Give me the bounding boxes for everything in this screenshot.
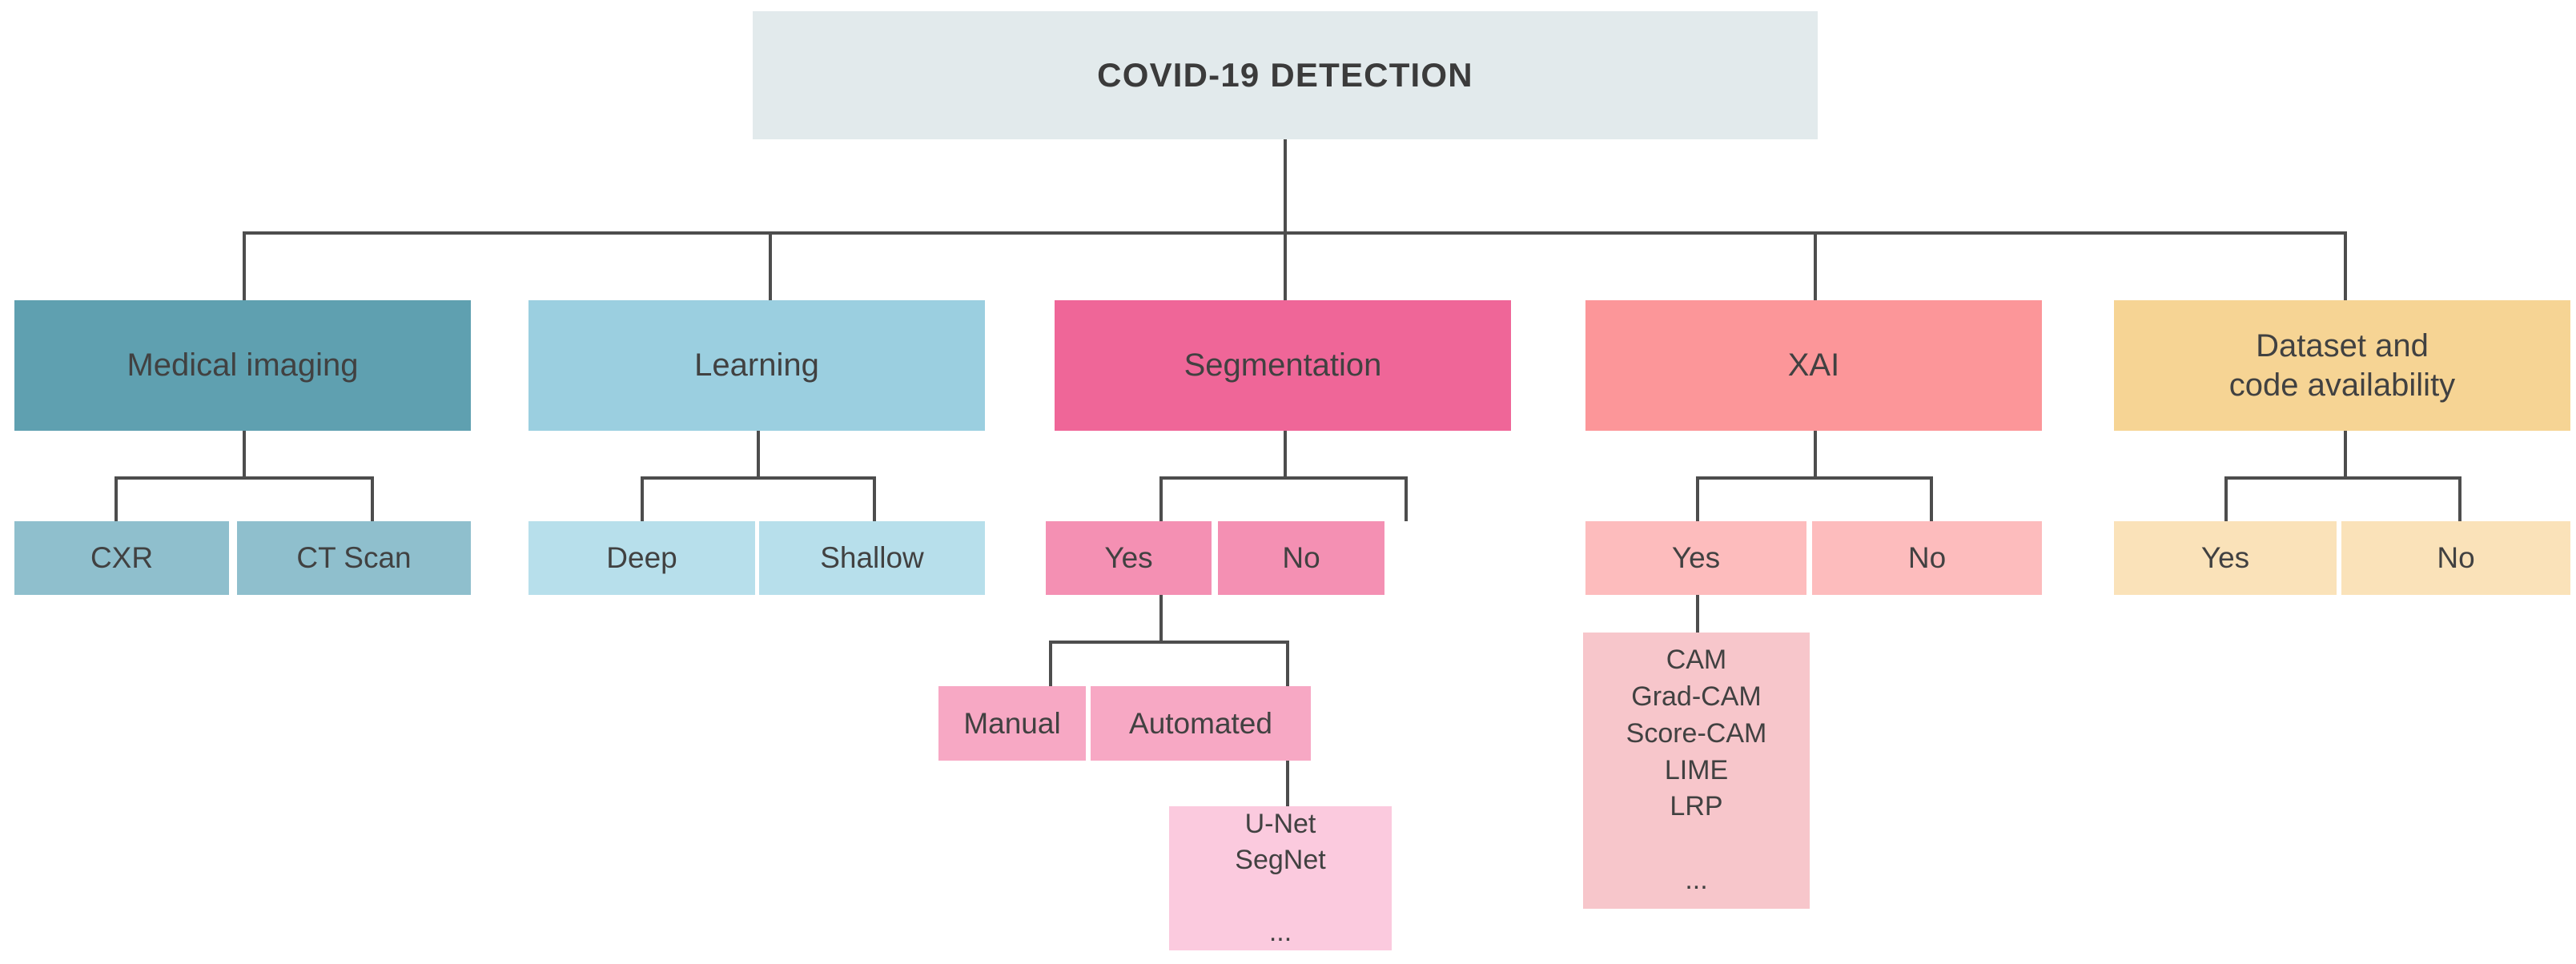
connector-learning-stem	[757, 431, 760, 476]
connector-dataset-bus	[2224, 476, 2461, 480]
connector-drop-learning	[769, 231, 772, 302]
node-segmentation-manual: Manual	[938, 686, 1086, 761]
connector-root-bus	[243, 231, 2347, 235]
node-medical-imaging: Medical imaging	[14, 300, 471, 431]
connector-xai-yes-stem	[1696, 595, 1699, 633]
node-medical-imaging-ct-scan: CT Scan	[237, 521, 471, 595]
connector-drop-xai	[1814, 231, 1817, 302]
connector-automated-stem	[1286, 761, 1289, 806]
connector-drop-ct-scan	[371, 476, 374, 521]
node-segmentation-yes: Yes	[1046, 521, 1212, 595]
connector-drop-xai-no	[1930, 476, 1933, 521]
connector-drop-segmentation-no	[1405, 476, 1408, 521]
connector-medical-imaging-bus	[115, 476, 374, 480]
connector-drop-shallow	[873, 476, 876, 521]
connector-xai-stem	[1814, 431, 1817, 476]
node-segmentation: Segmentation	[1055, 300, 1511, 431]
node-dataset-and-code-availability: Dataset and code availability	[2114, 300, 2570, 431]
node-xai: XAI	[1585, 300, 2042, 431]
node-segmentation-automated: Automated	[1091, 686, 1311, 761]
connector-drop-automated	[1286, 641, 1289, 686]
connector-root-stem	[1284, 139, 1287, 233]
node-segmentation-no: No	[1218, 521, 1384, 595]
connector-segmentation-bus	[1159, 476, 1408, 480]
node-learning: Learning	[528, 300, 985, 431]
node-segmentation-automated-methods: U-Net SegNet ...	[1169, 806, 1392, 950]
connector-segmentation-yes-stem	[1159, 595, 1163, 641]
connector-segmentation-yes-bus	[1049, 641, 1289, 644]
connector-drop-segmentation-yes	[1159, 476, 1163, 521]
node-learning-shallow: Shallow	[759, 521, 985, 595]
connector-medical-imaging-stem	[243, 431, 246, 476]
node-root-covid19-detection: COVID-19 DETECTION	[753, 11, 1818, 139]
connector-drop-dataset-yes	[2224, 476, 2228, 521]
node-xai-yes: Yes	[1585, 521, 1806, 595]
connector-drop-dataset	[2344, 231, 2347, 302]
node-dataset-no: No	[2341, 521, 2570, 595]
connector-learning-bus	[641, 476, 876, 480]
connector-xai-bus	[1696, 476, 1933, 480]
connector-drop-dataset-no	[2458, 476, 2461, 521]
connector-drop-manual	[1049, 641, 1052, 686]
connector-drop-deep	[641, 476, 644, 521]
connector-dataset-stem	[2344, 431, 2347, 476]
connector-drop-xai-yes	[1696, 476, 1699, 521]
connector-drop-segmentation	[1284, 231, 1287, 302]
node-xai-methods: CAM Grad-CAM Score-CAM LIME LRP ...	[1583, 633, 1810, 909]
connector-segmentation-stem	[1284, 431, 1287, 476]
node-learning-deep: Deep	[528, 521, 755, 595]
node-medical-imaging-cxr: CXR	[14, 521, 229, 595]
connector-drop-medical-imaging	[243, 231, 246, 302]
node-xai-no: No	[1812, 521, 2042, 595]
node-dataset-yes: Yes	[2114, 521, 2337, 595]
connector-drop-cxr	[115, 476, 118, 521]
